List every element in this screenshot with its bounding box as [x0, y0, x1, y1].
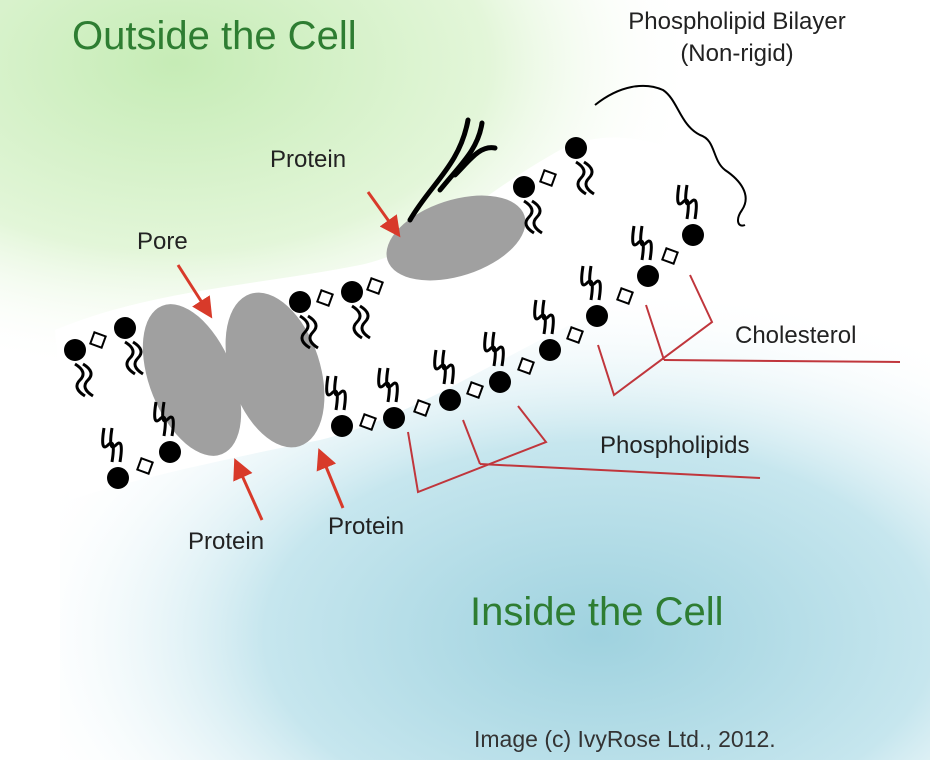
- cholesterol-molecule: [360, 414, 375, 429]
- cholesterol-molecule: [518, 358, 533, 373]
- phospholipid-head: [341, 281, 363, 303]
- phospholipid-head: [383, 407, 405, 429]
- protein-top-label: Protein: [270, 146, 346, 174]
- phospholipid-head: [489, 371, 511, 393]
- phospholipid-head: [107, 467, 129, 489]
- phospholipid-head: [513, 176, 535, 198]
- cholesterol-label: Cholesterol: [735, 322, 856, 350]
- protein-bottom-right-label: Protein: [328, 513, 404, 541]
- phospholipid-head: [586, 305, 608, 327]
- bilayer-label-line2: (Non-rigid): [582, 40, 892, 68]
- cholesterol-molecule: [90, 332, 105, 347]
- phospholipid-head: [114, 317, 136, 339]
- cholesterol-molecule: [662, 248, 677, 263]
- cholesterol-molecule: [414, 400, 429, 415]
- phospholipid-head: [682, 224, 704, 246]
- phospholipids-label: Phospholipids: [600, 432, 749, 460]
- inside-cell-label: Inside the Cell: [470, 590, 723, 635]
- outside-cell-label: Outside the Cell: [72, 14, 357, 59]
- phospholipid-head: [159, 441, 181, 463]
- phospholipid-head: [439, 389, 461, 411]
- pore-label: Pore: [137, 228, 188, 256]
- phospholipid-head: [637, 265, 659, 287]
- image-credit: Image (c) IvyRose Ltd., 2012.: [474, 726, 776, 753]
- phospholipid-head: [331, 415, 353, 437]
- cholesterol-molecule: [367, 278, 382, 293]
- cholesterol-molecule: [567, 327, 582, 342]
- phospholipid-head: [64, 339, 86, 361]
- cholesterol-molecule: [137, 458, 152, 473]
- cholesterol-molecule: [467, 382, 482, 397]
- cholesterol-molecule: [540, 170, 555, 185]
- bilayer-label: Phospholipid Bilayer (Non-rigid): [582, 8, 892, 68]
- phospholipid-head: [565, 137, 587, 159]
- phospholipid-head: [539, 339, 561, 361]
- bilayer-label-line1: Phospholipid Bilayer: [582, 8, 892, 36]
- cholesterol-molecule: [617, 288, 632, 303]
- protein-bottom-left-label: Protein: [188, 528, 264, 556]
- phospholipid-head: [289, 291, 311, 313]
- cholesterol-molecule: [317, 290, 332, 305]
